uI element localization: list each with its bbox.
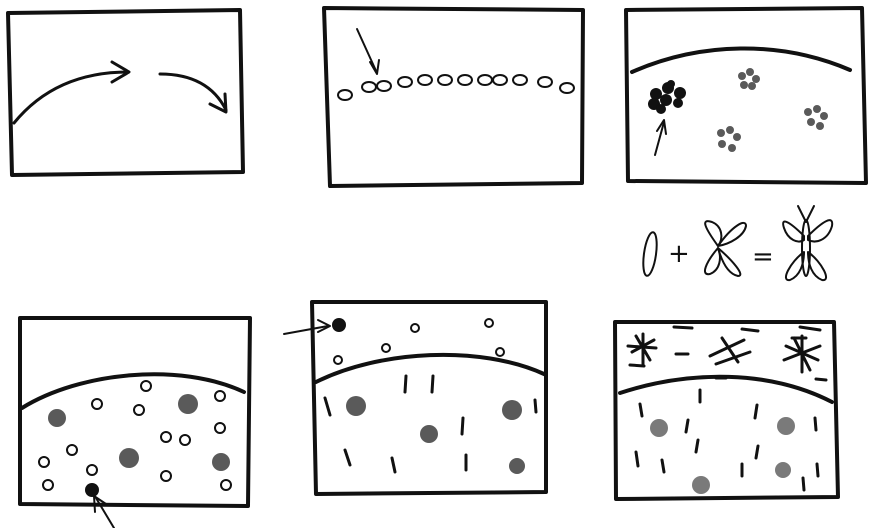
hatched-larva [85,483,99,497]
pupa-large [332,318,346,332]
adult-insect-stars [628,334,820,372]
wings-icon [705,221,746,276]
equals-sign: = [752,242,774,272]
egg [438,75,452,85]
panel-6 [615,322,838,499]
egg-row [338,75,574,100]
panel-1-frame [8,10,243,175]
leaf-edge-curve [632,48,850,72]
egg [398,77,412,87]
curved-arrow-1 [14,72,128,123]
damage-marks [325,376,536,472]
damaged-leaf-spots [346,396,525,474]
larva-ring [221,480,231,490]
damage-dash [345,450,350,465]
egg [513,75,527,85]
egg [493,75,507,85]
flight-dash [630,365,644,366]
larva-ring [134,405,144,415]
larva-ring [67,445,77,455]
flight-dash [640,404,642,416]
egg [418,75,432,85]
egg [377,81,391,91]
panel-3 [626,8,866,183]
egg [362,82,376,92]
pupa-dot [496,348,504,356]
flight-dash [817,464,818,476]
pupa-dot [485,319,493,327]
egg-cluster-dark [648,80,686,114]
plus-sign: + [668,239,690,269]
larva-ring [141,381,151,391]
flight-dash [815,418,816,430]
egg [560,83,574,93]
flight-dash [686,420,688,432]
larva-ring [180,435,190,445]
egg [538,77,552,87]
panel-5 [284,302,546,494]
flight-dash [674,327,692,328]
panel-4 [20,318,250,528]
larva-ring [161,432,171,442]
larva-ring [161,471,171,481]
damage-dash [462,418,463,434]
panel-2 [324,8,583,186]
larva-ring [39,457,49,467]
damage-dash [405,376,406,392]
larva-ring [87,465,97,475]
damage-dash [325,398,330,415]
leaf-spots-6 [650,417,795,494]
damage-dash [392,458,395,472]
leaf-edge-curve-5 [316,355,544,382]
egg [458,75,472,85]
flight-dash [803,478,804,490]
leaf-edge-curve-4 [22,374,244,408]
larva-ring [215,423,225,433]
adult-insect-icon [783,206,832,280]
panel-1 [8,10,243,175]
flight-dash [742,329,758,331]
flight-dash [800,327,820,330]
cocoon-icon [641,231,659,276]
egg [478,75,492,85]
curved-arrow-2 [160,74,226,110]
flight-dash [662,460,664,472]
egg-cluster-grey-3 [717,126,741,152]
flight-dash [755,405,757,418]
larva-ring [43,480,53,490]
pointer-arrow [357,29,377,73]
pupa-dot [411,324,419,332]
flight-dash [696,440,698,452]
egg-cluster-grey-2 [804,105,828,130]
flight-dash [816,379,826,380]
larva-rings [39,381,231,490]
damage-dash [535,400,536,412]
pupa-dot [382,344,390,352]
flight-dash [756,446,758,458]
egg-cluster-grey-1 [738,68,760,90]
life-cycle-equation: + = [641,206,832,280]
panel-2-frame [324,8,583,186]
damage-dash [432,376,433,392]
larva-ring [215,391,225,401]
egg [338,90,352,100]
panel-3-frame [626,8,866,183]
larva-ring [92,399,102,409]
leaf-edge-curve-6 [620,377,832,402]
pupa-dot [334,356,342,364]
flight-dash [636,452,638,466]
